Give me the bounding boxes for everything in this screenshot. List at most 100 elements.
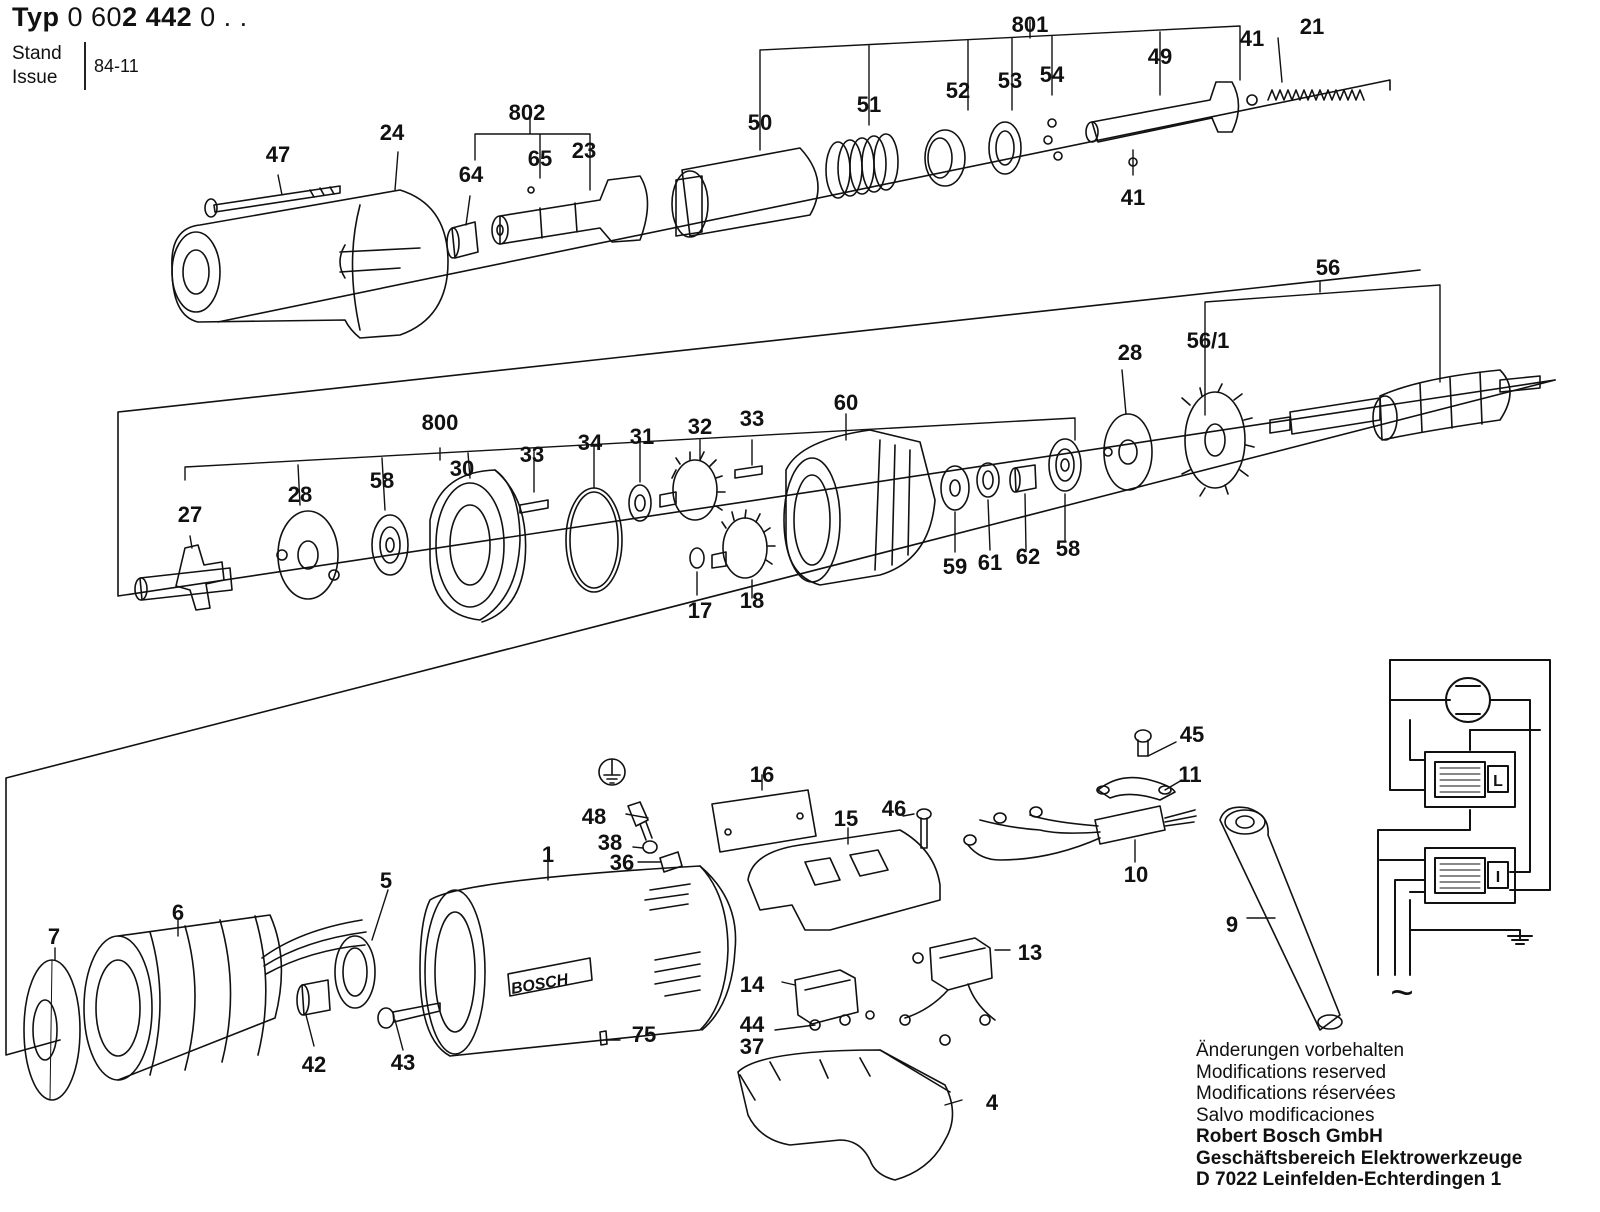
label-33-left: 33 bbox=[520, 442, 544, 467]
fan-56-1-part bbox=[1181, 383, 1255, 497]
switch-14-part bbox=[794, 969, 875, 1031]
company-address: D 7022 Leinfelden-Echterdingen 1 bbox=[1196, 1169, 1502, 1190]
switch-13-part bbox=[899, 937, 996, 1046]
note-de: Änderungen vorbehalten bbox=[1196, 1040, 1405, 1061]
screw-75-part bbox=[599, 1030, 608, 1046]
sleeve-62-part bbox=[1009, 464, 1037, 493]
label-59: 59 bbox=[943, 554, 967, 579]
screw-47-part bbox=[204, 185, 341, 218]
label-16: 16 bbox=[750, 762, 774, 787]
stand-label: Stand bbox=[12, 43, 62, 64]
label-37: 37 bbox=[740, 1034, 764, 1059]
stand-issue-labels: Stand Issue bbox=[12, 42, 62, 90]
ac-symbol: ~ bbox=[1390, 971, 1413, 1015]
ball-54c bbox=[1053, 151, 1063, 161]
label-30: 30 bbox=[450, 456, 474, 481]
issue-label: Issue bbox=[12, 67, 58, 88]
spring-21-part bbox=[1267, 89, 1365, 101]
label-65: 65 bbox=[528, 146, 552, 171]
field-coil-6-part bbox=[83, 914, 367, 1081]
label-1: 1 bbox=[542, 842, 554, 867]
label-41-top: 41 bbox=[1240, 26, 1264, 51]
switch-L-symbol bbox=[1424, 751, 1516, 808]
motor-housing-1-part bbox=[419, 865, 737, 1057]
washer-31-part bbox=[628, 484, 652, 522]
header-brace bbox=[84, 42, 86, 90]
label-11: 11 bbox=[1178, 762, 1201, 787]
label-18: 18 bbox=[740, 588, 764, 613]
note-en: Modifications reserved bbox=[1196, 1061, 1387, 1083]
label-21: 21 bbox=[1300, 14, 1324, 39]
label-23: 23 bbox=[572, 138, 596, 163]
typ-prefix: Typ bbox=[12, 2, 60, 32]
label-31: 31 bbox=[630, 424, 654, 449]
clamp-11-part bbox=[1096, 776, 1176, 801]
label-14: 14 bbox=[740, 972, 765, 997]
field-housing-60-part bbox=[783, 429, 936, 586]
clip-36-part bbox=[659, 851, 683, 873]
label-60: 60 bbox=[834, 390, 858, 415]
label-47: 47 bbox=[266, 142, 290, 167]
label-41-bottom: 41 bbox=[1121, 185, 1145, 210]
issue-date: 84-11 bbox=[94, 56, 139, 76]
label-36: 36 bbox=[610, 850, 634, 875]
ball-54a bbox=[1047, 118, 1057, 128]
wiring-schematic bbox=[1377, 659, 1551, 976]
washer-17-part bbox=[689, 547, 705, 569]
note-es: Salvo modificaciones bbox=[1196, 1104, 1375, 1126]
label-5: 5 bbox=[380, 868, 392, 893]
label-10: 10 bbox=[1124, 862, 1148, 887]
label-17: 17 bbox=[688, 598, 712, 623]
spring-51-part bbox=[825, 133, 899, 199]
sleeve-64-part bbox=[446, 221, 479, 259]
spindle-23-part bbox=[491, 175, 649, 245]
washer-38-part bbox=[642, 840, 658, 854]
label-32: 32 bbox=[688, 414, 712, 439]
disc-7-part bbox=[23, 959, 81, 1101]
gear-32-part bbox=[659, 451, 726, 521]
typ-number-a: 0 60 bbox=[67, 2, 123, 32]
screw-33a-part bbox=[519, 499, 549, 514]
axis-line-lower bbox=[5, 379, 1556, 1056]
sleeve-42-part bbox=[296, 979, 331, 1016]
housing-brand: BOSCH bbox=[510, 971, 570, 998]
label-50: 50 bbox=[748, 110, 772, 135]
label-62: 62 bbox=[1016, 544, 1040, 569]
label-28-left: 28 bbox=[288, 482, 312, 507]
note-fr: Modifications réservées bbox=[1196, 1083, 1396, 1104]
company-name: Robert Bosch GmbH bbox=[1196, 1126, 1383, 1147]
label-46: 46 bbox=[882, 796, 906, 821]
label-24: 24 bbox=[380, 120, 405, 145]
ring-52-part bbox=[924, 129, 966, 187]
screw-43-part bbox=[377, 1002, 441, 1029]
screw-45-part bbox=[1134, 729, 1152, 757]
bearing-plate-28a-part bbox=[276, 510, 340, 600]
label-6: 6 bbox=[172, 900, 184, 925]
label-61: 61 bbox=[978, 550, 1002, 575]
label-58-right: 58 bbox=[1056, 536, 1080, 561]
screw-48-part bbox=[627, 801, 653, 841]
ground-symbol bbox=[598, 758, 626, 786]
plate-16-part bbox=[711, 789, 817, 853]
label-801: 801 bbox=[1012, 12, 1049, 37]
label-48: 48 bbox=[582, 804, 606, 829]
ball-54b bbox=[1043, 135, 1053, 145]
label-7: 7 bbox=[48, 924, 60, 949]
shaft-27-part bbox=[134, 544, 233, 611]
ring-5-part bbox=[334, 935, 376, 1009]
switch-L-label: L bbox=[1493, 773, 1503, 790]
label-15: 15 bbox=[834, 806, 858, 831]
label-49: 49 bbox=[1148, 44, 1172, 69]
label-28-right: 28 bbox=[1118, 340, 1142, 365]
o-ring-34-part bbox=[565, 487, 623, 593]
label-75: 75 bbox=[632, 1022, 656, 1047]
label-53: 53 bbox=[998, 68, 1022, 93]
bearing-58b-part bbox=[1048, 438, 1082, 492]
typ-number-b: 2 442 bbox=[122, 2, 193, 32]
label-800: 800 bbox=[422, 410, 459, 435]
typ-number-c: 0 . . bbox=[192, 2, 248, 32]
screw-33b-part bbox=[734, 465, 763, 479]
label-38: 38 bbox=[598, 830, 622, 855]
switch-I-label: I bbox=[1496, 869, 1500, 886]
